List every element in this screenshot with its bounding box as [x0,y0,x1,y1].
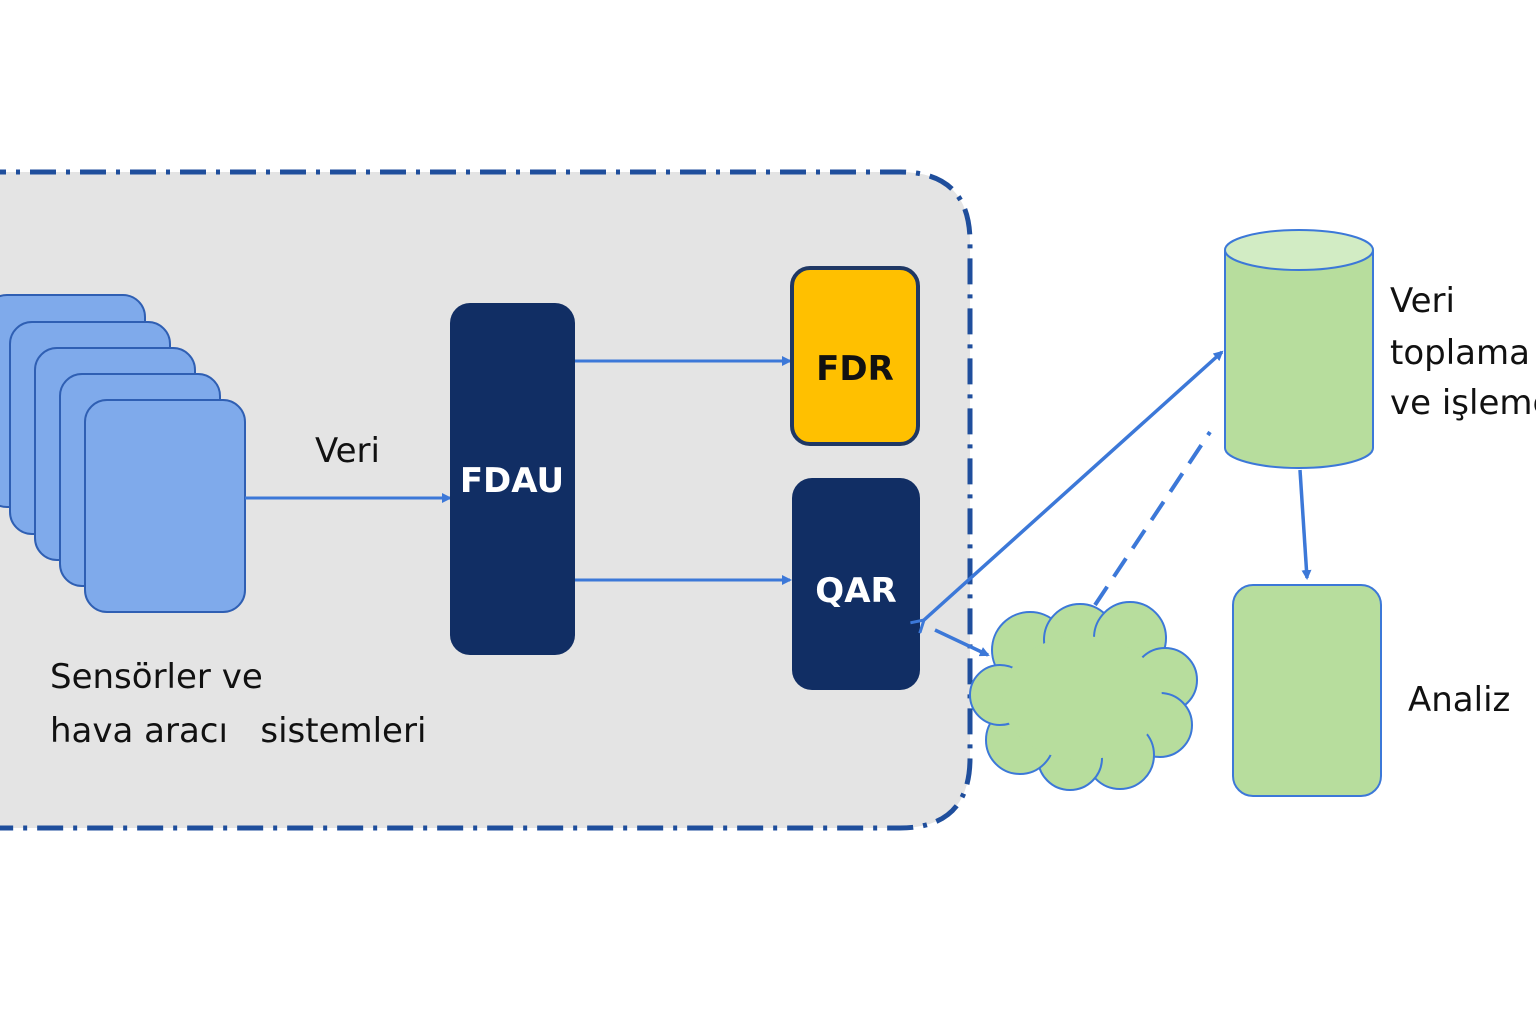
fdau-box [450,303,575,655]
fdau-label: FDAU [460,461,564,501]
qar-label: QAR [815,571,896,611]
database-cylinder [1224,229,1374,469]
sensors-label-line1: Sensörler ve [50,657,263,697]
analysis-label: Analiz [1408,680,1510,720]
analysis-box [1232,584,1382,797]
database-label-line3: ve işleme [1390,383,1536,423]
sensor-stack [0,294,246,613]
sensor-card [84,399,246,613]
arrow-database-to-analysis [1298,469,1312,580]
sensors-label-line2: hava aracı sistemleri [50,711,426,751]
veri-edge-label: Veri [315,431,380,471]
qar-box [792,478,920,690]
database-label-line2: toplama [1390,333,1530,373]
arrow-qar-database [924,352,1222,620]
fdr-label: FDR [816,349,894,389]
arrow-qar-to-cloud [934,628,990,657]
database-label-line1: Veri [1390,281,1455,321]
dashed-cloud-to-database [1093,430,1212,607]
